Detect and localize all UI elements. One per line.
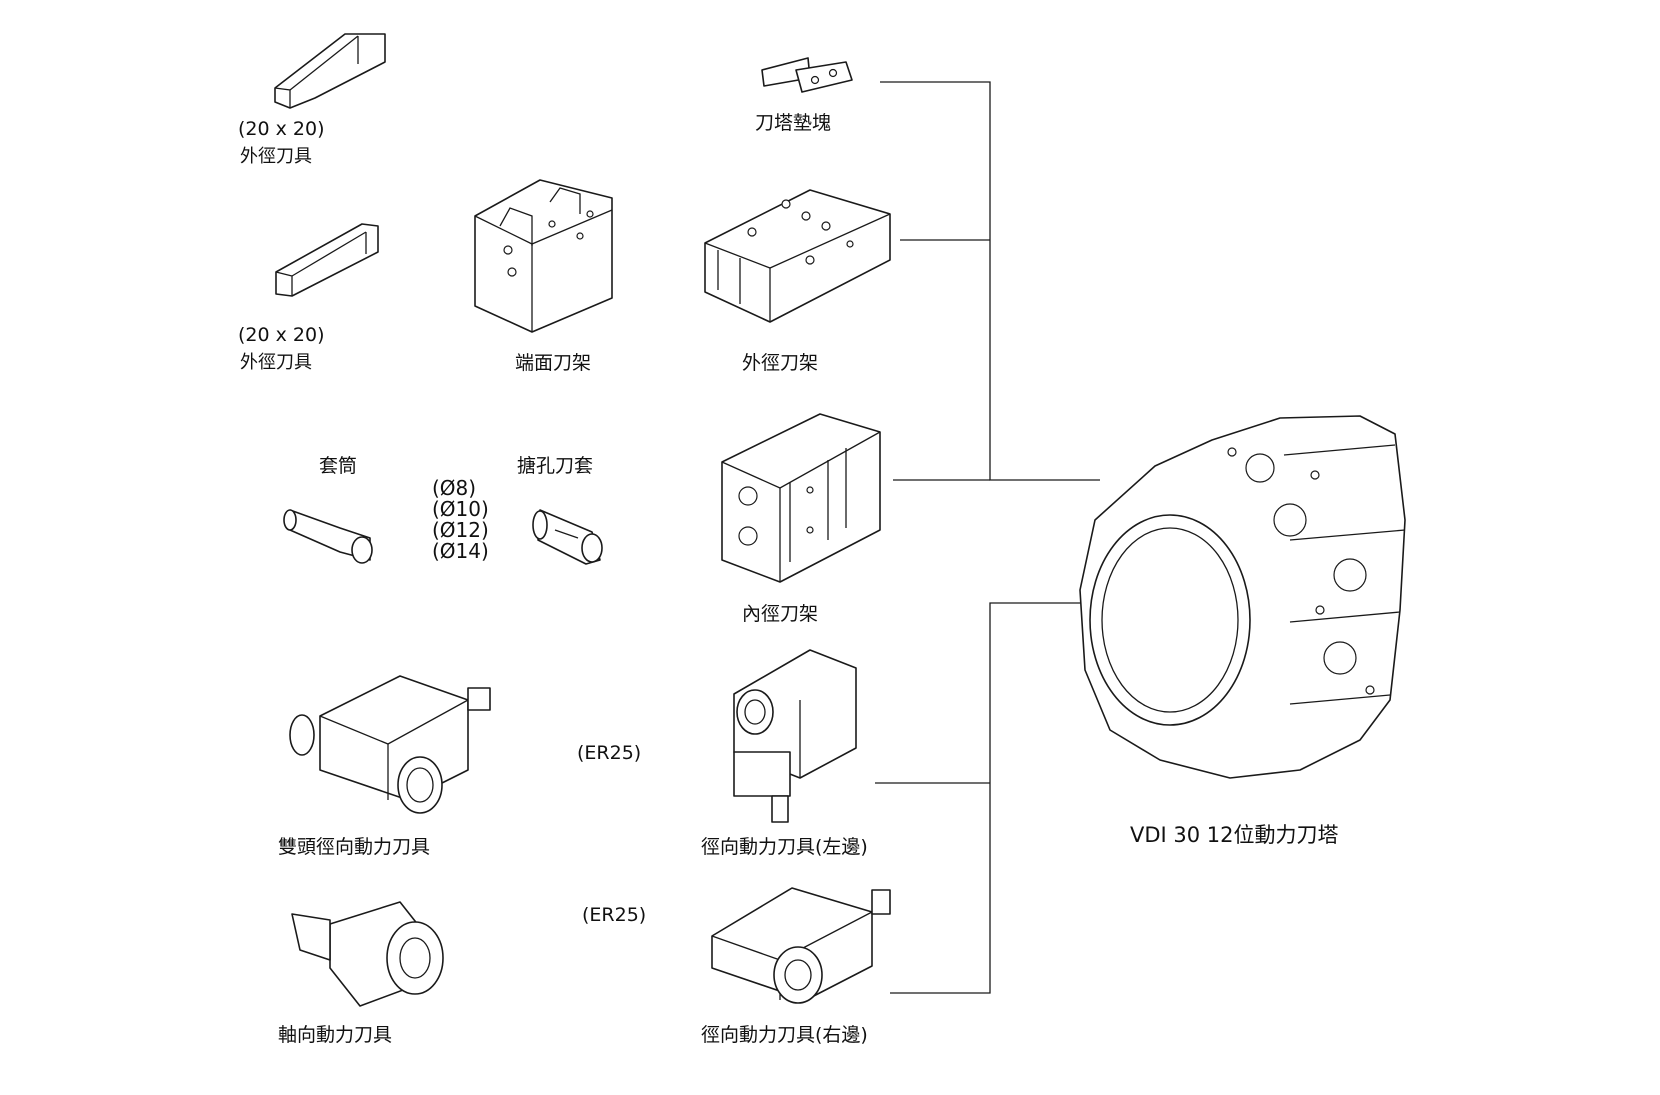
leader-lines	[875, 81, 1100, 994]
radial-right-tool-label: 徑向動力刀具(右邊)	[701, 1024, 868, 1046]
od-tool-1-label: 外徑刀具	[240, 146, 312, 167]
radial-left-tool-label: 徑向動力刀具(左邊)	[701, 836, 868, 858]
boring-sleeve-drawing	[532, 509, 603, 565]
od-tool-2-drawing	[275, 223, 379, 297]
od-tool-1-size: (20 x 20)	[238, 118, 325, 140]
od-tool-2-label: 外徑刀具	[240, 352, 312, 373]
double-radial-tool-drawing	[289, 675, 491, 814]
sleeve-size-8: (Ø8)	[432, 476, 477, 500]
leader-lower-trunk	[890, 602, 1090, 994]
turret-drawing	[1079, 415, 1406, 779]
sleeve-size-12: (Ø12)	[432, 518, 489, 542]
id-holder-label: 內徑刀架	[741, 603, 819, 625]
turret-shim-drawing	[761, 57, 853, 93]
er25-bottom-label: (ER25)	[582, 904, 647, 926]
double-radial-tool-label: 雙頭徑向動力刀具	[278, 836, 431, 858]
od-tool-2-size: (20 x 20)	[238, 324, 325, 346]
leader-upper-trunk	[880, 81, 1100, 481]
od-tool-1-drawing	[274, 33, 386, 109]
er25-top-label: (ER25)	[577, 742, 642, 764]
axial-tool-label: 軸向動力刀具	[278, 1024, 393, 1046]
radial-left-tool-drawing	[733, 649, 857, 823]
turret-label: VDI 30 12位動力刀塔	[1130, 823, 1339, 847]
boring-sleeve-label: 搪孔刀套	[516, 455, 594, 477]
sleeve-size-10: (Ø10)	[432, 497, 489, 521]
sleeve-label: 套筒	[318, 455, 358, 477]
sleeve-size-14: (Ø14)	[432, 539, 489, 563]
turret-shim-label: 刀塔墊塊	[754, 112, 832, 134]
face-holder-label: 端面刀架	[514, 352, 592, 374]
id-holder-drawing	[721, 413, 881, 583]
axial-tool-drawing	[291, 901, 444, 1007]
radial-right-tool-drawing	[711, 887, 891, 1004]
od-holder-label: 外徑刀架	[741, 352, 819, 374]
sleeve-sizes: (Ø8) (Ø10) (Ø12) (Ø14)	[432, 478, 489, 562]
od-holder-drawing	[704, 189, 891, 323]
sleeve-drawing	[283, 509, 373, 564]
face-holder-drawing	[474, 179, 613, 333]
